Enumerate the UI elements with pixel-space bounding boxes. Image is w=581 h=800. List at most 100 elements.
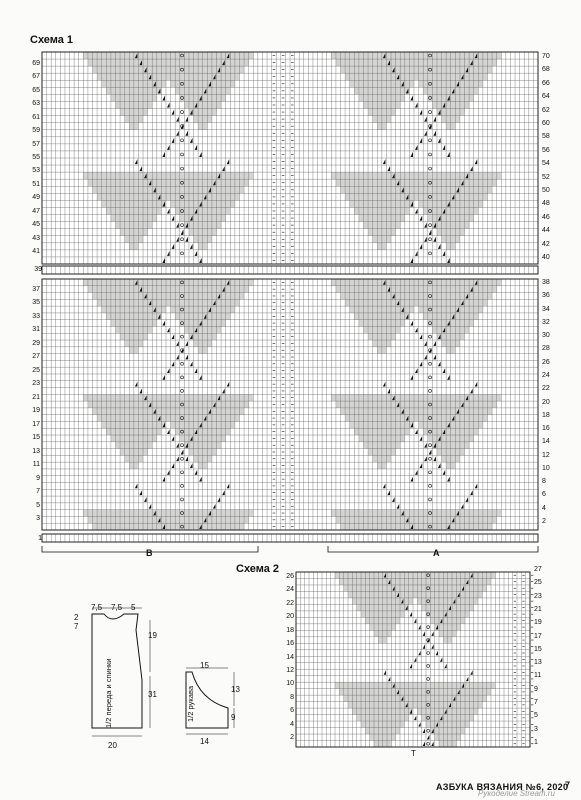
- row-number: 28: [542, 345, 550, 353]
- sleeve-dim-width: 14: [200, 737, 209, 746]
- front-back-pattern-outline: [91, 613, 143, 729]
- row-number: 6: [290, 707, 294, 715]
- row-number: 8: [290, 693, 294, 701]
- row-number: 3: [534, 725, 538, 733]
- front-dim-side: 31: [148, 690, 157, 699]
- scheme2-center-mark: T: [411, 749, 416, 758]
- row-number: 41: [32, 248, 40, 255]
- row-number: 7: [534, 699, 538, 707]
- row-number: 21: [32, 393, 40, 401]
- row-number: 26: [542, 358, 550, 366]
- sleeve-dim-lower: 9: [231, 713, 236, 722]
- row-number: 10: [286, 680, 294, 688]
- scheme2-grid: [295, 571, 531, 748]
- row-number: 26: [286, 573, 294, 580]
- scheme1-bottom-grid: [41, 278, 539, 531]
- repeat-label-a: A: [433, 548, 440, 558]
- sleeve-pattern-outline: [185, 671, 229, 729]
- front-dim-neck-2: 2: [74, 613, 79, 622]
- row-number: 19: [534, 619, 542, 627]
- row-number: 43: [32, 234, 40, 242]
- row-number: 35: [32, 299, 40, 307]
- watermark: Рукоделие Stream.ru: [478, 789, 555, 798]
- row-number: 15: [32, 434, 40, 442]
- row-number: 17: [534, 632, 542, 640]
- row-number: 33: [32, 312, 40, 320]
- row-number: 70: [542, 53, 550, 60]
- row-number: 22: [286, 599, 294, 607]
- row-number: 54: [542, 160, 550, 168]
- front-dim-top-3: 5: [131, 603, 136, 612]
- row-number: 18: [286, 626, 294, 634]
- row-number: 55: [32, 154, 40, 161]
- row-number: 23: [534, 592, 542, 600]
- row-number: 59: [32, 127, 40, 135]
- row-number: 51: [32, 180, 40, 188]
- row-number: 23: [32, 380, 40, 388]
- row-number: 47: [32, 207, 40, 215]
- row-number: 25: [32, 366, 40, 374]
- row-number: 30: [542, 332, 550, 340]
- row-number: 3: [36, 515, 40, 522]
- scheme2-title: Схема 2: [236, 563, 280, 575]
- row-number: 34: [542, 305, 550, 313]
- page-number: 7: [565, 780, 571, 790]
- scheme1-row-39: 39: [34, 266, 42, 273]
- row-number: 38: [542, 279, 550, 286]
- row-number: 11: [32, 461, 40, 469]
- row-number: 29: [32, 339, 40, 347]
- row-number: 65: [32, 86, 40, 94]
- row-number: 9: [534, 685, 538, 693]
- row-number: 64: [542, 93, 550, 101]
- row-number: 22: [542, 385, 550, 393]
- row-number: 67: [32, 73, 40, 81]
- row-number: 17: [32, 420, 40, 428]
- row-number: 52: [542, 173, 550, 181]
- row-number: 25: [534, 579, 542, 587]
- row-number: 36: [542, 292, 550, 300]
- row-number: 2: [542, 518, 546, 525]
- row-number: 27: [32, 353, 40, 361]
- magazine-footer: АЗБУКА ВЯЗАНИЯ №6, 2020: [436, 782, 569, 792]
- sleeve-dim-top: 15: [200, 661, 209, 670]
- row-number: 63: [32, 100, 40, 108]
- front-dim-top-2: 7,5: [111, 603, 123, 612]
- row-number: 48: [542, 200, 550, 208]
- repeat-bracket-b: [41, 546, 259, 553]
- row-number: 14: [286, 653, 294, 661]
- row-number: 18: [542, 411, 550, 419]
- front-dim-armhole: 19: [148, 631, 157, 640]
- row-number: 9: [36, 474, 40, 482]
- repeat-bracket-a: [327, 546, 539, 553]
- row-number: 31: [32, 326, 40, 334]
- row-number: 61: [32, 113, 40, 121]
- repeat-label-b: B: [146, 548, 153, 558]
- scheme1-row39-strip: [41, 265, 539, 275]
- scheme2-symbols: [383, 573, 534, 746]
- row-number: 12: [542, 451, 550, 459]
- row-number: 57: [32, 140, 40, 148]
- row-number: 1: [534, 739, 538, 746]
- front-dim-width: 20: [108, 741, 117, 750]
- row-number: 4: [290, 720, 294, 728]
- row-number: 40: [542, 254, 550, 261]
- row-number: 53: [32, 167, 40, 175]
- row-number: 6: [542, 491, 546, 499]
- row-number: 16: [286, 640, 294, 648]
- row-number: 42: [542, 240, 550, 248]
- front-vertical-label: 1/2 переда и спинки: [104, 658, 113, 728]
- row-number: 12: [286, 666, 294, 674]
- row-number: 5: [36, 501, 40, 509]
- row-number: 37: [32, 286, 40, 293]
- row-number: 20: [542, 398, 550, 406]
- row-number: 46: [542, 213, 550, 221]
- front-dimension-lines: [92, 607, 151, 737]
- row-number: 16: [542, 425, 550, 433]
- row-number: 66: [542, 79, 550, 87]
- scheme1-row-1: 1: [38, 535, 42, 542]
- scheme1-top-grid: [41, 51, 539, 265]
- row-number: 14: [542, 438, 550, 446]
- sleeve-vertical-label: 1/2 рукава: [186, 685, 195, 722]
- row-number: 20: [286, 613, 294, 621]
